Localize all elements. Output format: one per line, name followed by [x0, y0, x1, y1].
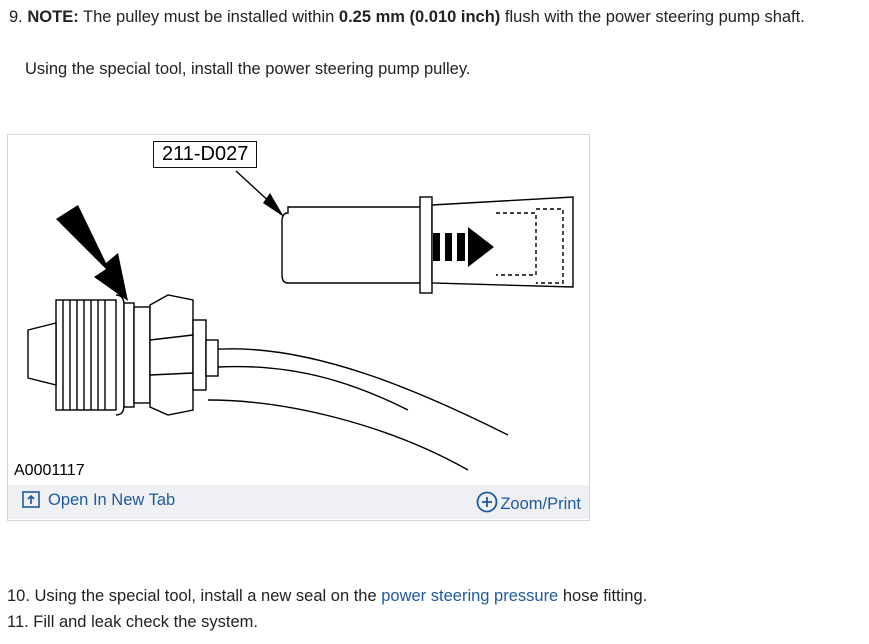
zoom-print-link[interactable]: Zoom/Print: [476, 491, 581, 514]
open-new-tab-icon: [22, 491, 40, 508]
step-9-note: 9. NOTE: The pulley must be installed wi…: [9, 8, 805, 27]
figure-panel: 211-D027 A0001117 Open In New Tab Zoom/P…: [7, 134, 590, 521]
power-steering-pressure-link[interactable]: power steering pressure: [381, 587, 559, 605]
figure-id: A0001117: [14, 462, 85, 479]
figure-toolbar: Open In New Tab Zoom/Print: [8, 485, 589, 519]
step-10-text-a: 10. Using the special tool, install a ne…: [7, 587, 377, 605]
step-10-text-b: hose fitting.: [562, 587, 648, 605]
step-9-number: 9.: [9, 8, 23, 26]
note-text-a: The pulley must be installed within: [83, 8, 335, 26]
open-in-new-tab-link[interactable]: Open In New Tab: [22, 491, 175, 510]
step-11: 11. Fill and leak check the system.: [7, 613, 258, 631]
zoom-print-label: Zoom/Print: [500, 495, 581, 513]
pulley-installation-illustration: [27, 170, 574, 471]
tool-number-label: 211-D027: [153, 141, 258, 168]
step-10: 10. Using the special tool, install a ne…: [7, 587, 647, 606]
zoom-plus-icon: [476, 491, 498, 513]
step-9-instruction: Using the special tool, install the powe…: [25, 60, 471, 78]
open-in-new-tab-label: Open In New Tab: [48, 491, 176, 509]
note-text-b: flush with the power steering pump shaft…: [504, 8, 805, 26]
note-label: NOTE:: [27, 8, 79, 26]
tolerance-value: 0.25 mm (0.010 inch): [338, 8, 501, 26]
